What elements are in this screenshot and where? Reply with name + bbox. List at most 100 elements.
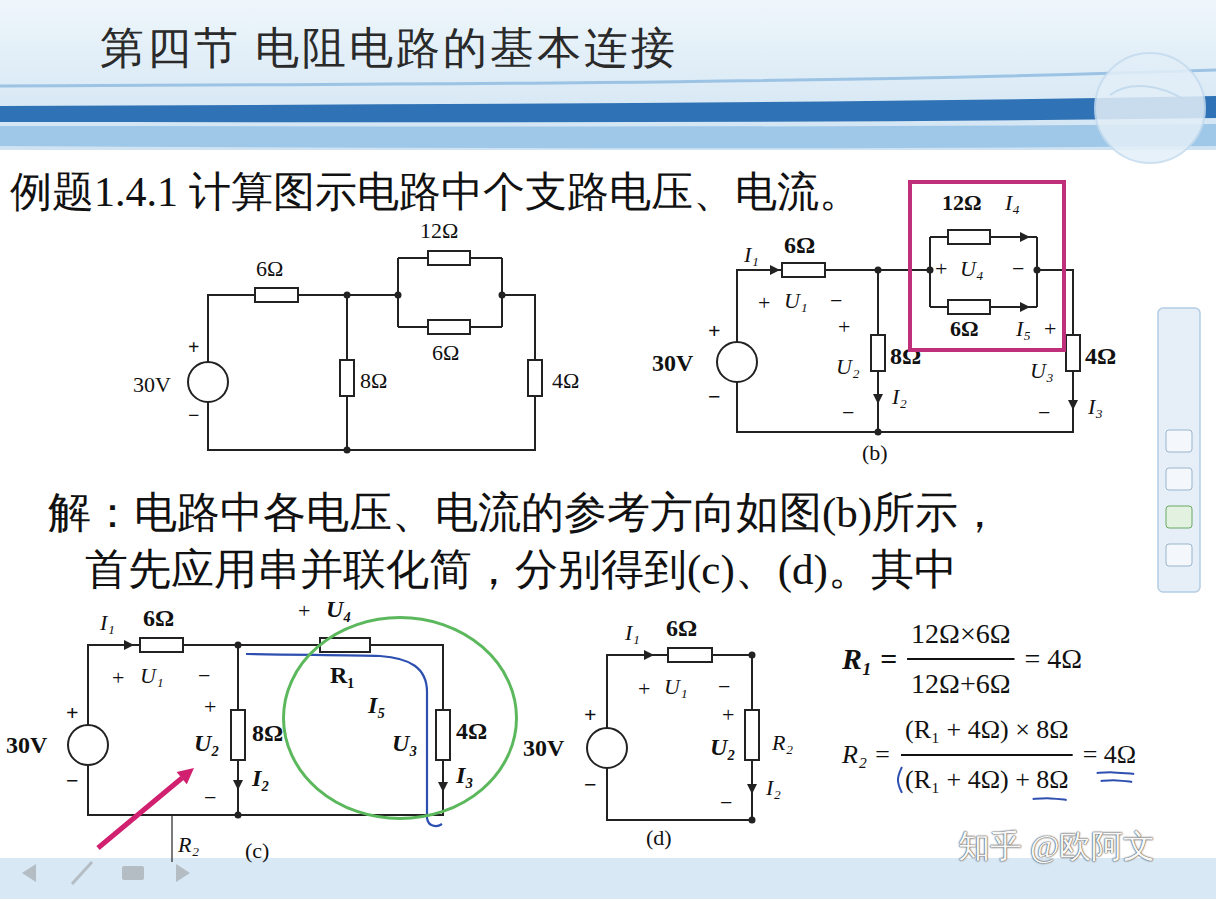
polarity-sign: − (830, 288, 842, 313)
resistance-value: 12Ω (420, 218, 458, 243)
polarity-sign: + (722, 702, 734, 727)
resistance-value: 6Ω (432, 340, 459, 365)
circuit-b (737, 237, 1073, 432)
circuit-b (770, 265, 780, 275)
circuit-label: I₃ (456, 762, 474, 790)
figure-caption: (d) (646, 825, 672, 850)
slide-background (0, 858, 1216, 899)
formula-text: 12Ω+6Ω (911, 668, 1010, 700)
circuit-b (1068, 400, 1078, 410)
slide-background (0, 124, 1216, 148)
polarity-sign: − (1038, 400, 1050, 425)
circuit-d (644, 650, 757, 824)
polarity-sign: + (188, 336, 199, 359)
resistance-value: 6Ω (256, 256, 283, 281)
slide-background (1110, 86, 1185, 100)
circuit-a (395, 292, 402, 299)
circuit-label: + (935, 256, 947, 281)
circuit-d (607, 655, 752, 820)
ink-bracket (898, 767, 902, 793)
fraction-bar (901, 754, 1073, 756)
nav-icons (22, 864, 36, 882)
ink-underline (1101, 780, 1133, 782)
highlight-ellipse (284, 618, 517, 819)
circuit-c (140, 638, 183, 652)
circuit-d (587, 728, 627, 768)
circuit-c (233, 780, 243, 790)
circuit-c (231, 710, 245, 760)
current-label: I₂ (892, 384, 907, 409)
hand-drawn-path (246, 654, 442, 826)
hand-drawn-path (246, 654, 442, 826)
formula-text: (R₁ + 4Ω) + 8Ω (905, 765, 1069, 795)
nav-icons (176, 864, 190, 882)
polarity-sign: + (838, 314, 850, 339)
circuit-c (171, 815, 172, 862)
toolbar-panel (1166, 506, 1192, 528)
slide-background (1095, 53, 1205, 163)
formula-text: R₁ = (842, 642, 897, 677)
circuit-a (208, 258, 535, 450)
circuit-b (875, 429, 882, 436)
figure-caption: (c) (245, 838, 269, 863)
circuit-a (499, 292, 506, 299)
highlight-box-outline (908, 180, 1066, 352)
circuit-d (745, 710, 759, 760)
circuit-b (1020, 232, 1030, 242)
nav-icons (122, 866, 144, 880)
current-label: I₂ (766, 775, 781, 800)
polarity-sign: − (188, 404, 199, 427)
circuit-d (644, 650, 654, 660)
resistance-value: 6Ω (666, 615, 697, 643)
resistance-value: 4Ω (552, 368, 579, 393)
pointer-arrow (98, 778, 182, 848)
toolbar-panel (1166, 430, 1192, 452)
polarity-sign: − (66, 768, 79, 793)
circuit-b (782, 263, 825, 277)
current-label: I₁ (744, 242, 759, 267)
circuit-b (717, 342, 757, 382)
voltage-label: U₂ (194, 730, 220, 758)
highlight-circle: R₁I₅U₃4ΩI₃ (282, 616, 518, 820)
voltage-label: U₁ (140, 663, 164, 688)
circuit-a (428, 251, 470, 265)
circuit-c (68, 725, 108, 765)
voltage-label: U₁ (664, 674, 688, 699)
polarity-sign: − (584, 772, 597, 797)
polarity-sign: + (112, 665, 124, 690)
current-label: I₁ (100, 610, 115, 635)
circuit-label: R₁ (330, 662, 355, 690)
slide-background (0, 0, 1216, 150)
circuit-b (875, 267, 882, 274)
voltage-label: U₃ (1030, 358, 1054, 383)
voltage-label: U₂ (710, 734, 736, 762)
polarity-sign: + (204, 694, 216, 719)
circuit-b (948, 300, 990, 314)
resistance-value: 4Ω (1085, 343, 1116, 371)
circuit-label: I₅ (368, 692, 386, 720)
resistance-value: 6Ω (784, 232, 815, 260)
circuit-a (188, 251, 542, 454)
circuit-label: − (1012, 256, 1024, 281)
circuit-d (747, 784, 757, 794)
problem-statement: 例题1.4.1 计算图示电路中个支路电压、电流。 (10, 168, 861, 216)
resistance-value: 8Ω (360, 368, 387, 393)
circuit-c (436, 710, 450, 760)
circuit-b (873, 394, 883, 404)
circuit-a (188, 362, 228, 402)
polarity-sign: − (720, 790, 732, 815)
ink-underline (1097, 772, 1135, 774)
resistance-label: R₂ (772, 730, 793, 755)
voltage-label: U₁ (784, 288, 808, 313)
slide-background (0, 96, 1216, 122)
fraction-bar (907, 658, 1014, 660)
slide-title: 第四节 电阻电路的基本连接 (100, 24, 678, 75)
circuit-a (344, 292, 351, 299)
formula-text: (R₁ + 4Ω) × 8Ω (905, 715, 1069, 745)
highlight-box: 12ΩI₄+U₄−6ΩI₅+ (908, 180, 1066, 352)
circuit-label: I₅ (1016, 316, 1031, 341)
formula-text: R₂ = (842, 740, 891, 770)
resistance-value: 6Ω (143, 605, 174, 633)
circuit-c (124, 640, 134, 650)
